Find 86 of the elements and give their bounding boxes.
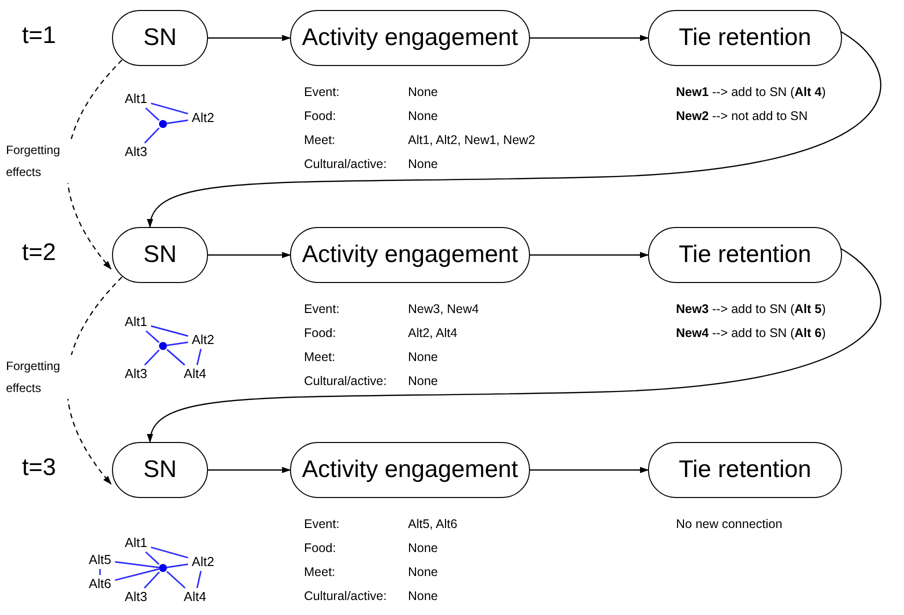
activity-category: Event: — [304, 516, 340, 532]
network-link — [166, 120, 188, 124]
activity-value: None — [408, 156, 439, 172]
network-link — [146, 330, 160, 343]
activity-category: Meet: — [304, 349, 336, 365]
network-center-dot — [159, 342, 167, 350]
network-link — [150, 102, 188, 114]
network-link — [166, 564, 188, 568]
time-step-label: t=2 — [22, 239, 56, 267]
activity-category: Event: — [304, 301, 340, 317]
activity-value: None — [408, 564, 439, 580]
network-node-label: Alt1 — [123, 92, 149, 106]
activity-category: Meet: — [304, 132, 336, 148]
retention-note: No new connection — [676, 516, 782, 532]
network-node-label: Alt2 — [190, 333, 216, 347]
activity-category: Meet: — [304, 564, 336, 580]
network-link — [114, 561, 160, 568]
edge-label: Forgetting effects — [6, 138, 72, 182]
activity-category: Cultural/active: — [304, 588, 388, 604]
network-node-label: Alt1 — [123, 536, 149, 550]
network-node-label: Alt1 — [123, 315, 149, 329]
network-link — [144, 571, 160, 589]
activity-category: Food: — [304, 540, 337, 556]
network-link — [150, 546, 188, 558]
network-link — [166, 348, 186, 366]
network-node-label: Alt3 — [123, 590, 149, 604]
activity-value: None — [408, 588, 439, 604]
activity-value: None — [408, 349, 439, 365]
rounded-process-box: SN — [112, 227, 208, 283]
activity-category: Cultural/active: — [304, 156, 388, 172]
activity-value: None — [408, 373, 439, 389]
network-center-dot — [159, 564, 167, 572]
time-step-label: t=1 — [22, 22, 56, 50]
network-link — [144, 349, 160, 366]
network-node-label: Alt3 — [123, 145, 149, 159]
network-center-dot — [159, 120, 167, 128]
arrow — [148, 30, 882, 228]
network-link — [166, 571, 186, 589]
network-node-label: Alt6 — [87, 577, 113, 591]
network-link — [144, 127, 160, 144]
network-node-label: Alt3 — [123, 367, 149, 381]
network-link — [166, 342, 188, 346]
activity-value: None — [408, 108, 439, 124]
rounded-process-box: Tie retention — [648, 227, 842, 283]
rounded-process-box: SN — [112, 442, 208, 498]
network-node-label: Alt4 — [182, 590, 208, 604]
activity-value: None — [408, 84, 439, 100]
arrow — [530, 466, 649, 474]
retention-note: New1 --> add to SN (Alt 4) — [676, 84, 826, 100]
arrow — [208, 466, 291, 474]
arrow — [148, 246, 882, 443]
activity-value: Alt5, Alt6 — [408, 516, 458, 532]
rounded-process-box: Tie retention — [648, 10, 842, 66]
arrow — [530, 252, 649, 258]
activity-value: New3, New4 — [408, 301, 479, 317]
activity-value: None — [408, 540, 439, 556]
time-step-label: t=3 — [22, 454, 56, 482]
network-link — [150, 325, 188, 337]
activity-category: Cultural/active: — [304, 373, 388, 389]
activity-category: Event: — [304, 84, 340, 100]
rounded-process-box: SN — [112, 10, 208, 66]
network-link — [114, 568, 160, 581]
arrow — [208, 34, 291, 42]
network-link — [145, 107, 160, 121]
network-link — [99, 569, 101, 575]
activity-value: Alt1, Alt2, New1, New2 — [408, 132, 536, 148]
retention-note: New2 --> not add to SN — [676, 108, 809, 124]
edge-label: Forgetting effects — [6, 354, 72, 398]
activity-category: Food: — [304, 325, 337, 341]
network-node-label: Alt4 — [182, 367, 208, 381]
retention-note: New3 --> add to SN (Alt 5) — [676, 301, 826, 317]
activity-value: Alt2, Alt4 — [408, 325, 458, 341]
arrow — [530, 34, 649, 42]
retention-note: New4 --> add to SN (Alt 6) — [676, 325, 826, 341]
rounded-process-box: Activity engagement — [290, 10, 530, 66]
network-node-label: Alt2 — [190, 111, 216, 125]
network-link — [196, 570, 202, 588]
network-node-label: Alt5 — [87, 553, 113, 567]
network-node-label: Alt2 — [190, 555, 216, 569]
arrow — [208, 252, 291, 258]
network-link — [145, 551, 160, 565]
network-link — [196, 348, 202, 366]
activity-category: Food: — [304, 108, 337, 124]
rounded-process-box: Tie retention — [648, 442, 842, 498]
rounded-process-box: Activity engagement — [290, 227, 530, 283]
rounded-process-box: Activity engagement — [290, 442, 530, 498]
